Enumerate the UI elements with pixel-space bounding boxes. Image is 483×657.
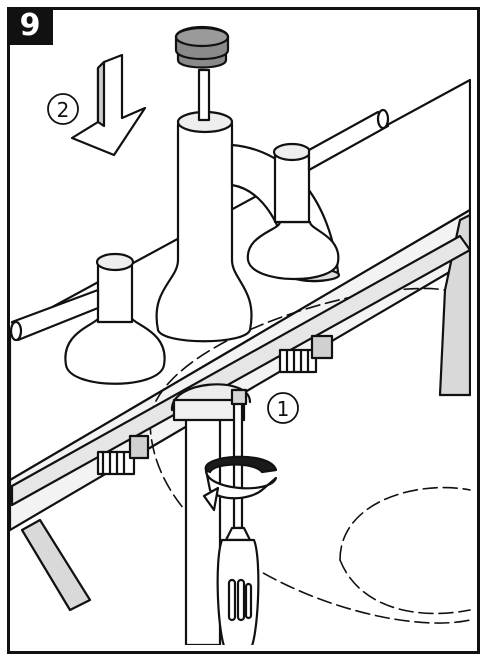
callout-2-label: 2 <box>57 98 70 122</box>
pop-up-rod <box>174 25 230 122</box>
right-handle <box>246 108 390 281</box>
valve-connector-left <box>96 434 150 476</box>
basin-outline <box>149 287 471 624</box>
valve-connector-right <box>278 334 334 374</box>
rotation-arrow <box>202 455 278 512</box>
callout-1-label: 1 <box>277 397 290 421</box>
step-number-badge: 9 <box>7 7 53 45</box>
screwdriver <box>216 396 260 645</box>
callout-2: 2 <box>47 93 79 125</box>
supply-shank <box>170 383 252 645</box>
press-down-arrow <box>70 53 147 157</box>
drain-nut <box>230 388 248 406</box>
gasket-band <box>10 213 471 612</box>
callout-1: 1 <box>267 392 299 424</box>
left-handle <box>10 252 166 385</box>
